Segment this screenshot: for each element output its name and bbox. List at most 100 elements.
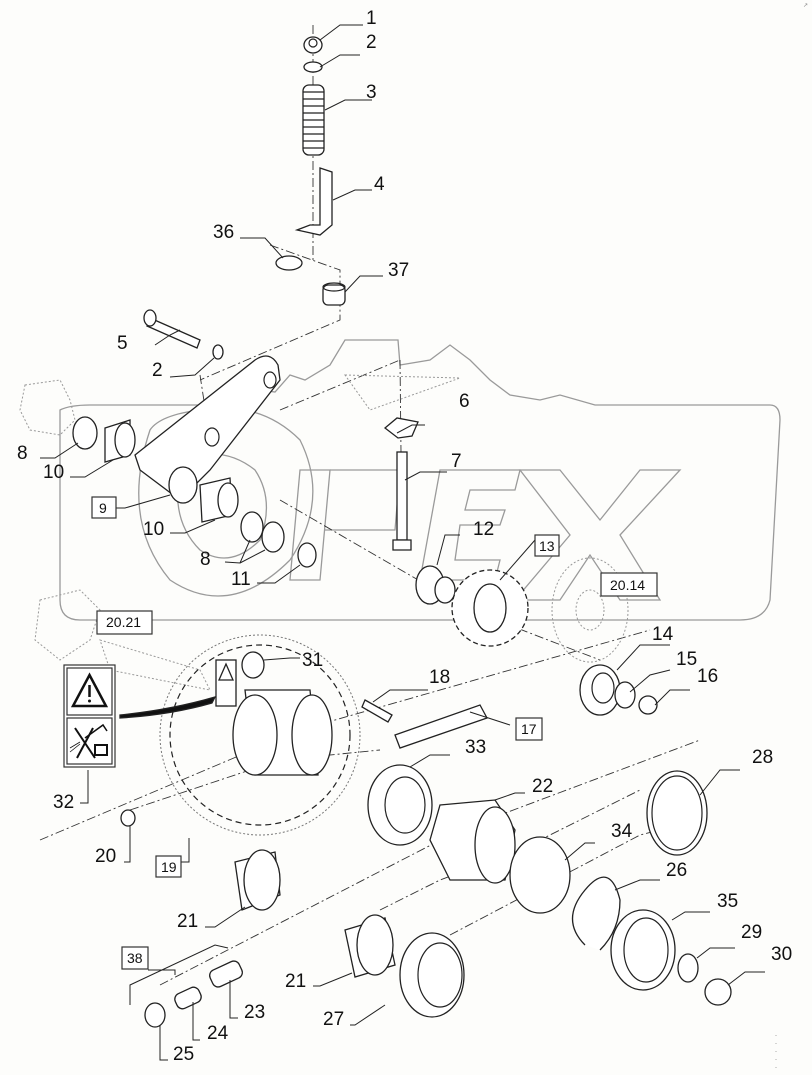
- part-decal-31: [241, 651, 265, 679]
- callout-27[interactable]: 27: [323, 1009, 344, 1030]
- part-chainlink-18: [361, 699, 393, 723]
- svg-text:13: 13: [539, 538, 555, 554]
- part-washer-29: [677, 953, 699, 983]
- callout-35[interactable]: 35: [717, 891, 738, 912]
- callout-26[interactable]: 26: [666, 860, 687, 881]
- callout-10b[interactable]: 10: [143, 519, 164, 540]
- part-seal-8a: [72, 416, 98, 450]
- part-washer-36: [275, 255, 303, 271]
- part-spring-24: [174, 986, 202, 1010]
- part-nut-30: [704, 978, 732, 1006]
- part-cover-27: [399, 932, 465, 1018]
- top-stack: [275, 36, 346, 306]
- clutch-assembly: [144, 764, 732, 1028]
- part-washer-2b: [212, 344, 224, 360]
- callout-8b[interactable]: 8: [200, 549, 211, 570]
- callout-11[interactable]: 11: [231, 569, 251, 590]
- part-bolt-5: [143, 309, 201, 349]
- decal-small: [215, 659, 237, 707]
- part-spacer-12: [415, 565, 456, 605]
- callout-6[interactable]: 6: [459, 391, 470, 412]
- callout-21a[interactable]: 21: [177, 911, 198, 932]
- callout-1[interactable]: 1: [366, 8, 377, 29]
- part-bushing-10a: [104, 419, 136, 463]
- reference-box-20-21[interactable]: 20.21: [96, 610, 153, 635]
- leader-lines: [40, 24, 765, 1061]
- part-washer-2: [303, 61, 323, 73]
- callout-16[interactable]: 16: [697, 666, 718, 687]
- boxed-callout-38[interactable]: 38: [121, 946, 149, 970]
- corner-mark: ↗: [802, 3, 808, 9]
- callout-2b[interactable]: 2: [152, 360, 163, 381]
- callout-14[interactable]: 14: [652, 624, 674, 645]
- callout-8a[interactable]: 8: [17, 443, 28, 464]
- part-washer-15: [614, 681, 636, 709]
- callout-31[interactable]: 31: [302, 650, 323, 671]
- part-seal-35: [610, 909, 676, 991]
- boxed-callout-13[interactable]: 13: [534, 534, 560, 557]
- callout-33[interactable]: 33: [465, 737, 486, 758]
- ghost-reference-parts: [19, 374, 629, 691]
- callout-2[interactable]: 2: [366, 32, 377, 53]
- callout-30[interactable]: 30: [771, 944, 792, 965]
- callout-7[interactable]: 7: [451, 451, 462, 472]
- part-bolt-7: [392, 451, 412, 551]
- part-plunger-25: [144, 1002, 166, 1028]
- part-circlip-26: [572, 876, 621, 951]
- part-sprocket-19: [159, 634, 361, 836]
- boxed-callouts: 9 13 17 19 38 20.14 20.21: [91, 496, 658, 970]
- part-hub-22: [429, 799, 516, 884]
- part-spacer-37: [322, 282, 346, 306]
- callout-32[interactable]: 32: [53, 792, 74, 813]
- part-bearing-33: [367, 764, 433, 846]
- callout-24[interactable]: 24: [207, 1023, 229, 1044]
- part-ring-28: [646, 770, 708, 856]
- callout-20[interactable]: 20: [95, 846, 116, 867]
- boxed-callout-19[interactable]: 19: [155, 855, 182, 878]
- callout-12[interactable]: 12: [473, 519, 494, 540]
- svg-text:20.14: 20.14: [610, 577, 645, 593]
- arm-assembly: [72, 309, 317, 568]
- callout-29[interactable]: 29: [741, 922, 762, 943]
- boxed-callout-9[interactable]: 9: [91, 496, 117, 519]
- part-sprocket-13: [451, 569, 529, 647]
- callout-3[interactable]: 3: [366, 82, 377, 103]
- part-arm-9: [134, 355, 281, 501]
- part-nut-16: [638, 695, 658, 715]
- boxed-callout-17[interactable]: 17: [515, 717, 543, 741]
- part-spring-23: [209, 960, 243, 988]
- part-seal-8c: [261, 521, 285, 553]
- callout-21b[interactable]: 21: [285, 971, 306, 992]
- part-nut-1: [303, 36, 323, 54]
- callout-28[interactable]: 28: [752, 747, 773, 768]
- part-bracket-4: [294, 167, 333, 236]
- svg-text:20.21: 20.21: [106, 614, 141, 630]
- callout-4[interactable]: 4: [374, 174, 385, 195]
- callout-34[interactable]: 34: [611, 821, 633, 842]
- svg-text:38: 38: [127, 950, 143, 966]
- part-bushing-21a: [234, 849, 281, 911]
- part-snapring-11: [297, 542, 317, 568]
- part-hub-cylinder: [232, 689, 333, 776]
- callout-18[interactable]: 18: [429, 667, 450, 688]
- decal-32: [63, 664, 116, 768]
- warning-triangle-icon: [70, 672, 109, 708]
- svg-text:9: 9: [99, 500, 107, 516]
- part-bushing-10b: [199, 477, 239, 523]
- part-fitting-20: [120, 809, 136, 827]
- part-bearing-14: [579, 664, 621, 716]
- callout-37[interactable]: 37: [388, 260, 409, 281]
- callout-23[interactable]: 23: [244, 1002, 265, 1023]
- arrow-to-decal: [119, 695, 217, 719]
- callout-15[interactable]: 15: [676, 649, 697, 670]
- part-spring-3: [302, 84, 325, 156]
- part-ring-34: [509, 836, 571, 914]
- callout-10a[interactable]: 10: [43, 462, 64, 483]
- callout-22[interactable]: 22: [532, 776, 553, 797]
- callout-36[interactable]: 36: [213, 222, 234, 243]
- part-bushing-21b: [344, 914, 396, 978]
- callout-25[interactable]: 25: [173, 1044, 194, 1065]
- callout-5[interactable]: 5: [117, 333, 128, 354]
- reference-box-20-14[interactable]: 20.14: [600, 572, 658, 597]
